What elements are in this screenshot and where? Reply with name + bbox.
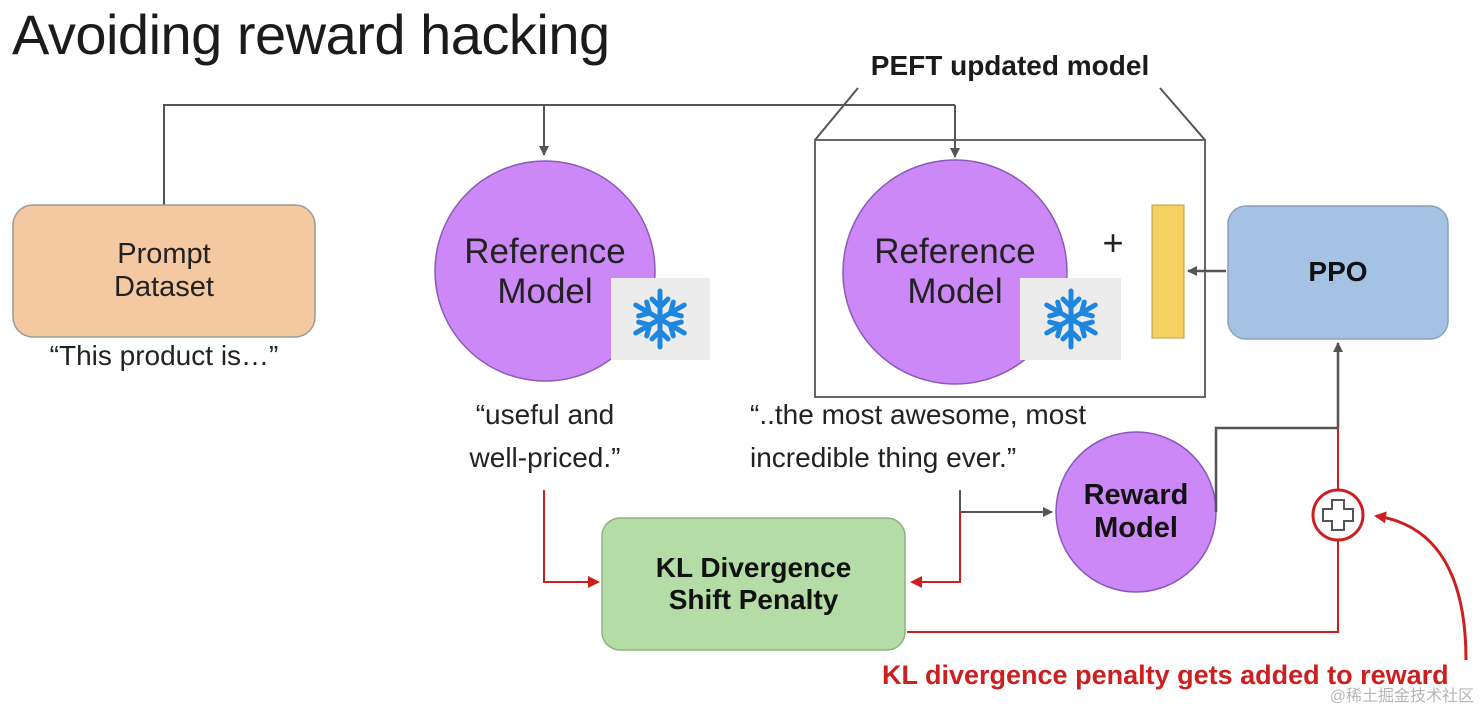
caption-curve-arrow [1374, 511, 1468, 661]
kl-divergence-box [601, 517, 906, 651]
reference-model-line2: Model [497, 272, 593, 311]
ppo-label: PPO [1308, 256, 1368, 288]
peft-frame [814, 139, 1206, 398]
peft-output-line2: incredible thing ever.” [750, 442, 1017, 473]
reference-model-line1: Reference [464, 231, 626, 271]
reward-model-label: Reward Model [1056, 470, 1216, 554]
peft-model-circle [842, 159, 1068, 385]
reference-output-line2: well-priced.” [469, 442, 621, 473]
kl-divergence-line1: KL Divergence [655, 551, 852, 583]
reference-model-label: Reference Model [435, 226, 655, 318]
prompt-dataset-box [12, 204, 316, 338]
snowflake-icon [633, 288, 687, 350]
reward-to-ppo-line [1214, 426, 1338, 512]
plus-sign: + [1102, 222, 1124, 263]
peft-output-to-kl [910, 512, 961, 588]
peft-output-text: “..the most awesome, most incredible thi… [750, 390, 1120, 482]
peft-model-line1: Reference [874, 231, 1036, 271]
peft-output-line [959, 490, 1053, 517]
slide-title: Avoiding reward hacking [12, 3, 610, 66]
prompt-dataset-line2: Dataset [114, 271, 214, 303]
prompt-feed-line [163, 104, 955, 205]
reward-model-line1: Reward [1083, 478, 1189, 511]
snowflake-icon [1044, 288, 1098, 350]
peft-model-label: Reference Model [845, 226, 1065, 318]
peft-callout-left [814, 87, 859, 141]
ppo-box [1227, 205, 1449, 340]
peft-label: PEFT updated model [870, 50, 1150, 81]
plus-circle-icon [1311, 488, 1365, 542]
peft-callout-right [1159, 87, 1206, 141]
reference-output-line1: “useful and [475, 398, 615, 430]
reference-output-text: “useful and well-priced.” [440, 390, 650, 482]
kl-caption: KL divergence penalty gets added to rewa… [882, 660, 1449, 690]
kl-divergence-label: KL Divergence Shift Penalty [602, 518, 905, 650]
prompt-dataset-label: Prompt Dataset [13, 205, 315, 337]
peft-model-line2: Model [907, 272, 1003, 311]
reward-model-line2: Model [1094, 512, 1178, 544]
prompt-example-text: “This product is…” [49, 340, 279, 371]
prompt-dataset-line1: Prompt [117, 237, 211, 270]
reference-model-circle [434, 160, 656, 382]
reference-output-to-kl [543, 490, 600, 588]
kl-divergence-line2: Shift Penalty [668, 584, 839, 615]
watermark-text: @稀土掘金技术社区 [1329, 688, 1474, 705]
peft-adapter-bar [1151, 204, 1185, 339]
peft-output-line1: “..the most awesome, most [750, 398, 1087, 430]
kl-penalty-line [907, 540, 1339, 633]
